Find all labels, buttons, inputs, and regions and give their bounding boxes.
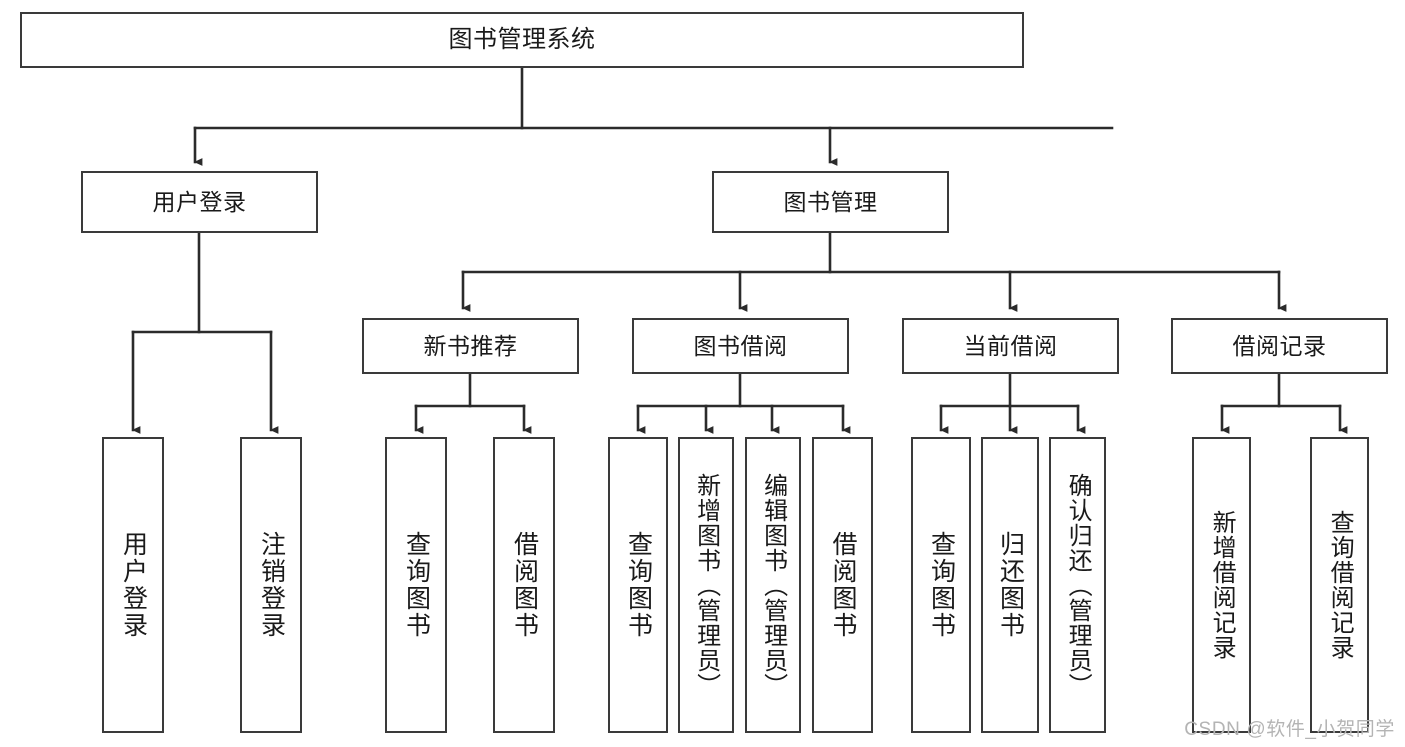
node-leaf-user-login-signout[interactable]: 注销登录 <box>240 437 302 733</box>
node-book-borrow[interactable]: 图书借阅 <box>632 318 849 374</box>
node-leaf-borrow-add-book-label: 新增图书（管理员） <box>692 472 720 698</box>
node-leaf-record-add-label: 新增借阅记录 <box>1208 510 1236 660</box>
node-leaf-current-return[interactable]: 归还图书 <box>981 437 1039 733</box>
node-leaf-borrow-query[interactable]: 查询图书 <box>608 437 668 733</box>
node-new-book-recommend[interactable]: 新书推荐 <box>362 318 579 374</box>
node-current-borrow-label: 当前借阅 <box>963 332 1058 359</box>
node-leaf-new-book-borrow-label: 借阅图书 <box>510 531 539 639</box>
node-leaf-record-query[interactable]: 查询借阅记录 <box>1310 437 1369 733</box>
node-leaf-borrow-query-label: 查询图书 <box>624 531 653 639</box>
node-leaf-new-book-borrow[interactable]: 借阅图书 <box>493 437 555 733</box>
node-leaf-borrow-add-book[interactable]: 新增图书（管理员） <box>678 437 734 733</box>
node-book-management[interactable]: 图书管理 <box>712 171 949 233</box>
node-leaf-user-login-signin[interactable]: 用户登录 <box>102 437 164 733</box>
node-root-system-label: 图书管理系统 <box>448 26 596 54</box>
node-leaf-user-login-signin-label: 用户登录 <box>119 531 148 639</box>
node-leaf-record-add[interactable]: 新增借阅记录 <box>1192 437 1251 733</box>
node-current-borrow[interactable]: 当前借阅 <box>902 318 1119 374</box>
node-leaf-borrow-borrow-book-label: 借阅图书 <box>829 531 857 639</box>
node-new-book-recommend-label: 新书推荐 <box>423 332 518 359</box>
node-leaf-user-login-signout-label: 注销登录 <box>257 531 286 639</box>
node-leaf-current-query[interactable]: 查询图书 <box>911 437 971 733</box>
node-leaf-borrow-edit-book-label: 编辑图书（管理员） <box>759 472 787 698</box>
node-user-login-label: 用户登录 <box>152 188 247 215</box>
node-leaf-current-confirm-return-label: 确认归还（管理员） <box>1064 472 1092 698</box>
node-borrow-record[interactable]: 借阅记录 <box>1171 318 1388 374</box>
node-leaf-new-book-query[interactable]: 查询图书 <box>385 437 447 733</box>
node-leaf-current-query-label: 查询图书 <box>927 531 956 639</box>
node-root-system[interactable]: 图书管理系统 <box>20 12 1024 68</box>
node-leaf-borrow-borrow-book[interactable]: 借阅图书 <box>812 437 873 733</box>
node-user-login[interactable]: 用户登录 <box>81 171 318 233</box>
node-leaf-current-return-label: 归还图书 <box>996 531 1025 639</box>
node-leaf-new-book-query-label: 查询图书 <box>402 531 431 639</box>
node-leaf-borrow-edit-book[interactable]: 编辑图书（管理员） <box>745 437 801 733</box>
node-leaf-record-query-label: 查询借阅记录 <box>1326 510 1354 660</box>
watermark-text: CSDN @软件_小贺同学 <box>1184 719 1395 740</box>
node-book-borrow-label: 图书借阅 <box>693 332 788 359</box>
node-book-management-label: 图书管理 <box>783 188 878 215</box>
node-leaf-current-confirm-return[interactable]: 确认归还（管理员） <box>1049 437 1106 733</box>
node-borrow-record-label: 借阅记录 <box>1232 332 1327 359</box>
